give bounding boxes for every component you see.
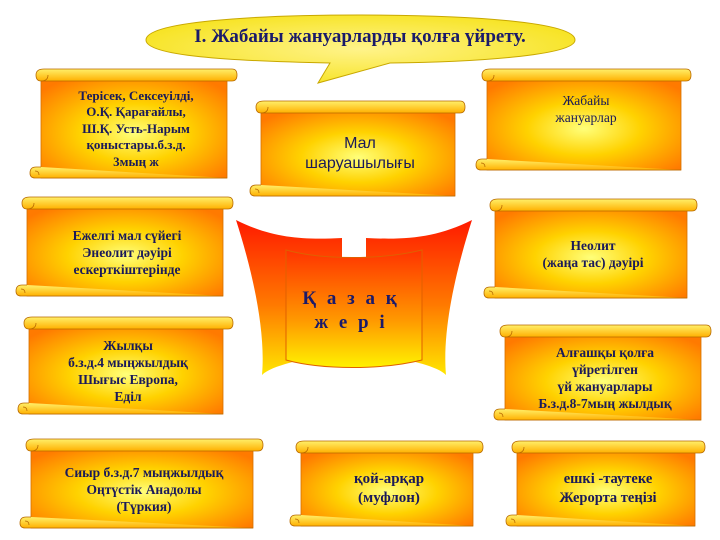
scroll-box-eshki: ешкі -таутеке Жерорта теңізі (505, 438, 706, 532)
scroll-text-jylqy: Жылқы б.з.д.4 мыңжылдық Шығыс Европа, Ед… (68, 338, 188, 404)
center-label-line2: ж е р і (314, 312, 388, 333)
scroll-text-qoi: қой-арқар (муфлон) (353, 471, 425, 506)
center-banner (236, 220, 472, 375)
scroll-box-qoi: қой-арқар (муфлон) (289, 438, 484, 532)
scroll-text-eshki: ешкі -таутеке Жерорта теңізі (559, 471, 657, 506)
scroll-box-tersek: Терісек, Сексеуілді, О.Қ. Қарағайлы, Ш.Қ… (29, 66, 238, 184)
scroll-text-siyr: Сиыр б.з.д.7 мыңжылдық Оңтүстік Анадолы … (64, 464, 224, 514)
scroll-text-algashqy: Алғашқы қолға үйретілген үй жануарлары Б… (538, 345, 672, 411)
center-label: Қ а з а қ ж е р і (286, 287, 416, 335)
scroll-text-jabaiy: Жабайы жануарлар (555, 93, 617, 125)
scroll-box-jabaiy: Жабайы жануарлар (475, 66, 692, 176)
scroll-box-neolit: Неолит (жаңа тас) дәуірі (483, 196, 698, 304)
scroll-box-jylqy: Жылқы б.з.д.4 мыңжылдық Шығыс Европа, Ед… (17, 314, 234, 420)
title-bubble (145, 14, 576, 84)
scroll-text-ejelgi: Ежелгі мал сүйегі Энеолит дәуірі ескертк… (72, 227, 182, 277)
scroll-box-mal: Мал шаруашылығы (249, 98, 466, 202)
scroll-box-ejelgi: Ежелгі мал сүйегі Энеолит дәуірі ескертк… (15, 194, 234, 302)
scroll-text-tersek: Терісек, Сексеуілді, О.Қ. Қарағайлы, Ш.Қ… (78, 87, 194, 169)
scroll-box-siyr: Сиыр б.з.д.7 мыңжылдық Оңтүстік Анадолы … (19, 436, 264, 534)
scroll-text-mal: Мал шаруашылығы (305, 135, 415, 172)
scroll-text-neolit: Неолит (жаңа тас) дәуірі (542, 238, 644, 270)
page-title: I. Жабайы жануарларды қолға үйрету. (194, 26, 526, 47)
scroll-box-algashqy: Алғашқы қолға үйретілген үй жануарлары Б… (493, 322, 712, 426)
center-label-line1: Қ а з а қ (302, 288, 400, 309)
